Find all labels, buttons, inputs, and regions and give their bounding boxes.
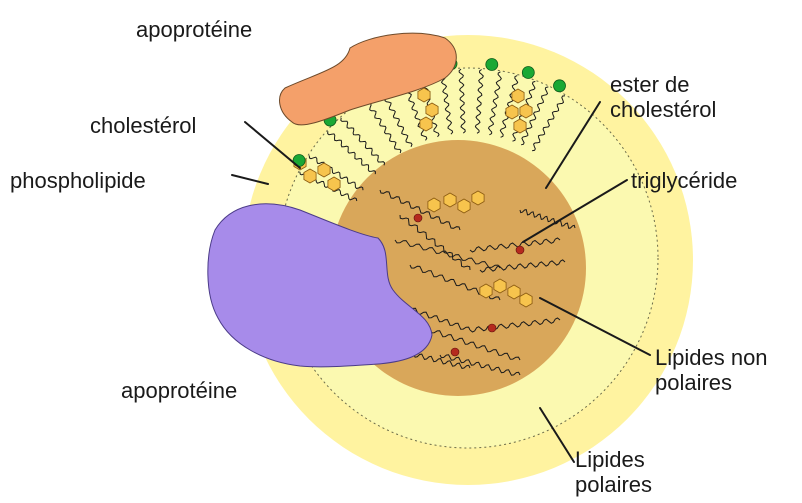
label-triglyceride: triglycéride (631, 168, 737, 193)
label-lnp-line2: polaires (655, 370, 768, 395)
sterol-ring-4-2 (508, 285, 520, 299)
sterol-ring-4-1 (494, 279, 506, 293)
sterol-ring-0-3 (328, 177, 340, 191)
triglyceride-dot-3 (451, 348, 459, 356)
phospholipid-head-7 (554, 80, 566, 92)
sterol-ring-0-2 (318, 163, 330, 177)
label-phospholipide: phospholipide (10, 168, 146, 193)
sterol-ring-3-3 (472, 191, 484, 205)
sterol-ring-4-0 (480, 284, 492, 298)
sterol-ring-3-1 (444, 193, 456, 207)
triglyceride-dot-2 (488, 324, 496, 332)
sterol-ring-2-1 (520, 104, 532, 118)
sterol-ring-1-2 (426, 103, 438, 117)
sterol-ring-1-1 (418, 88, 430, 102)
label-lnp-line1: Lipides non (655, 345, 768, 370)
sterol-ring-3-0 (428, 198, 440, 212)
sterol-ring-2-0 (512, 89, 524, 103)
label-apoproteine-bottom: apoprotéine (121, 378, 237, 403)
label-lp-line2: polaires (575, 472, 652, 497)
label-ester-de-cholesterol: ester de cholestérol (610, 72, 716, 122)
label-ester-line2: cholestérol (610, 97, 716, 122)
triglyceride-dot-0 (414, 214, 422, 222)
phospholipid-head-5 (486, 59, 498, 71)
label-ester-line1: ester de (610, 72, 716, 97)
label-apoproteine-top: apoprotéine (136, 17, 252, 42)
label-lipides-polaires: Lipides polaires (575, 447, 652, 497)
sterol-ring-2-3 (506, 105, 518, 119)
label-lp-line1: Lipides (575, 447, 652, 472)
label-lipides-non-polaires: Lipides non polaires (655, 345, 768, 395)
sterol-ring-3-2 (458, 199, 470, 213)
label-cholesterol: cholestérol (90, 113, 196, 138)
triglyceride-dot-1 (516, 246, 524, 254)
sterol-ring-0-1 (304, 169, 316, 183)
sterol-ring-4-3 (520, 293, 532, 307)
phospholipid-head-6 (522, 67, 534, 79)
sterol-ring-1-3 (420, 117, 432, 131)
sterol-ring-2-2 (514, 119, 526, 133)
